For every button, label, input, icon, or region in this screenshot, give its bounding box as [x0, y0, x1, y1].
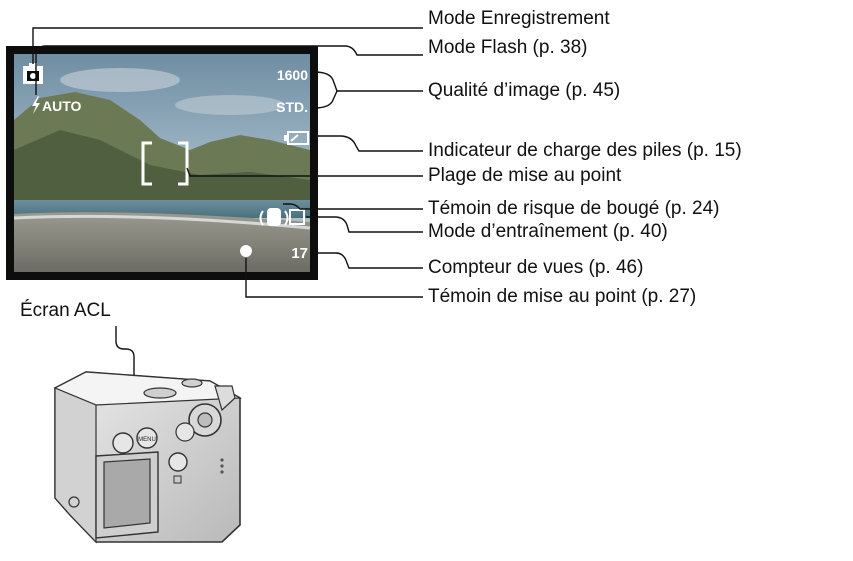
mode-dial — [181, 378, 203, 388]
lcd-beach — [14, 212, 310, 272]
play-symbol — [173, 475, 182, 484]
leader-focus-signal — [245, 258, 423, 298]
leader-shake — [283, 203, 423, 210]
lcd-hillside — [14, 130, 310, 215]
label-focus-frame: Plage de mise au point — [428, 165, 622, 186]
controller-center — [197, 412, 213, 428]
leader-lines — [32, 27, 423, 425]
menu-button — [136, 427, 158, 449]
lcd-surf — [13, 214, 311, 230]
lcd-screen — [6, 46, 318, 280]
label-frame-counter: Compteur de vues (p. 46) — [428, 257, 644, 278]
label-focus-signal: Témoin de mise au point (p. 27) — [428, 286, 697, 307]
strap-lug — [68, 496, 80, 508]
leader-drive — [306, 216, 423, 233]
top-right-grip — [214, 385, 236, 412]
camera-illustration: MENU — [53, 371, 243, 544]
label-flash-mode: Mode Flash (p. 38) — [428, 37, 588, 58]
lcd-flash-mode: AUTO — [42, 98, 82, 114]
dot-icon — [240, 245, 252, 257]
label-battery: Indicateur de charge des piles (p. 15) — [428, 140, 742, 161]
lcd-iso: 1600 — [277, 67, 308, 83]
leader-quality-bottom — [313, 90, 338, 109]
camera-side — [54, 387, 97, 544]
leader-flash-mode — [35, 45, 423, 95]
label-shake-warning: Témoin de risque de bougé (p. 24) — [428, 198, 720, 219]
round-button — [175, 422, 195, 442]
single-frame-icon — [289, 209, 305, 225]
leader-frame-counter — [314, 252, 423, 269]
battery-icon — [284, 131, 309, 145]
cloud — [60, 68, 180, 92]
label-drive-mode: Mode d’entraînement (p. 40) — [428, 221, 668, 242]
leader-recording-mode — [32, 27, 423, 64]
label-lcd-screen: Écran ACL — [20, 300, 111, 321]
focus-frame-right-bracket — [178, 141, 189, 186]
label-image-quality: Qualité d’image (p. 45) — [428, 80, 621, 101]
label-recording-mode: Mode Enregistrement — [428, 8, 610, 29]
hand-shake-icon — [259, 208, 289, 226]
leader-quality-top — [313, 71, 423, 92]
lightning-icon — [32, 96, 40, 114]
cloud — [175, 95, 285, 115]
menu-button-label: MENU — [138, 437, 156, 443]
lcd-quality: STD. — [276, 99, 308, 115]
recording-mode-icon-wrap — [23, 63, 43, 84]
lcd-frame-counter: 17 — [291, 245, 308, 262]
leader-lcd-screen — [115, 326, 135, 425]
camera-lcd — [103, 458, 151, 529]
display-button — [168, 452, 188, 472]
four-way-button — [112, 432, 134, 454]
shutter-button — [143, 387, 177, 399]
focus-frame-left-bracket — [141, 141, 152, 186]
leader-focus-frame — [186, 167, 423, 177]
leader-battery — [314, 135, 423, 152]
